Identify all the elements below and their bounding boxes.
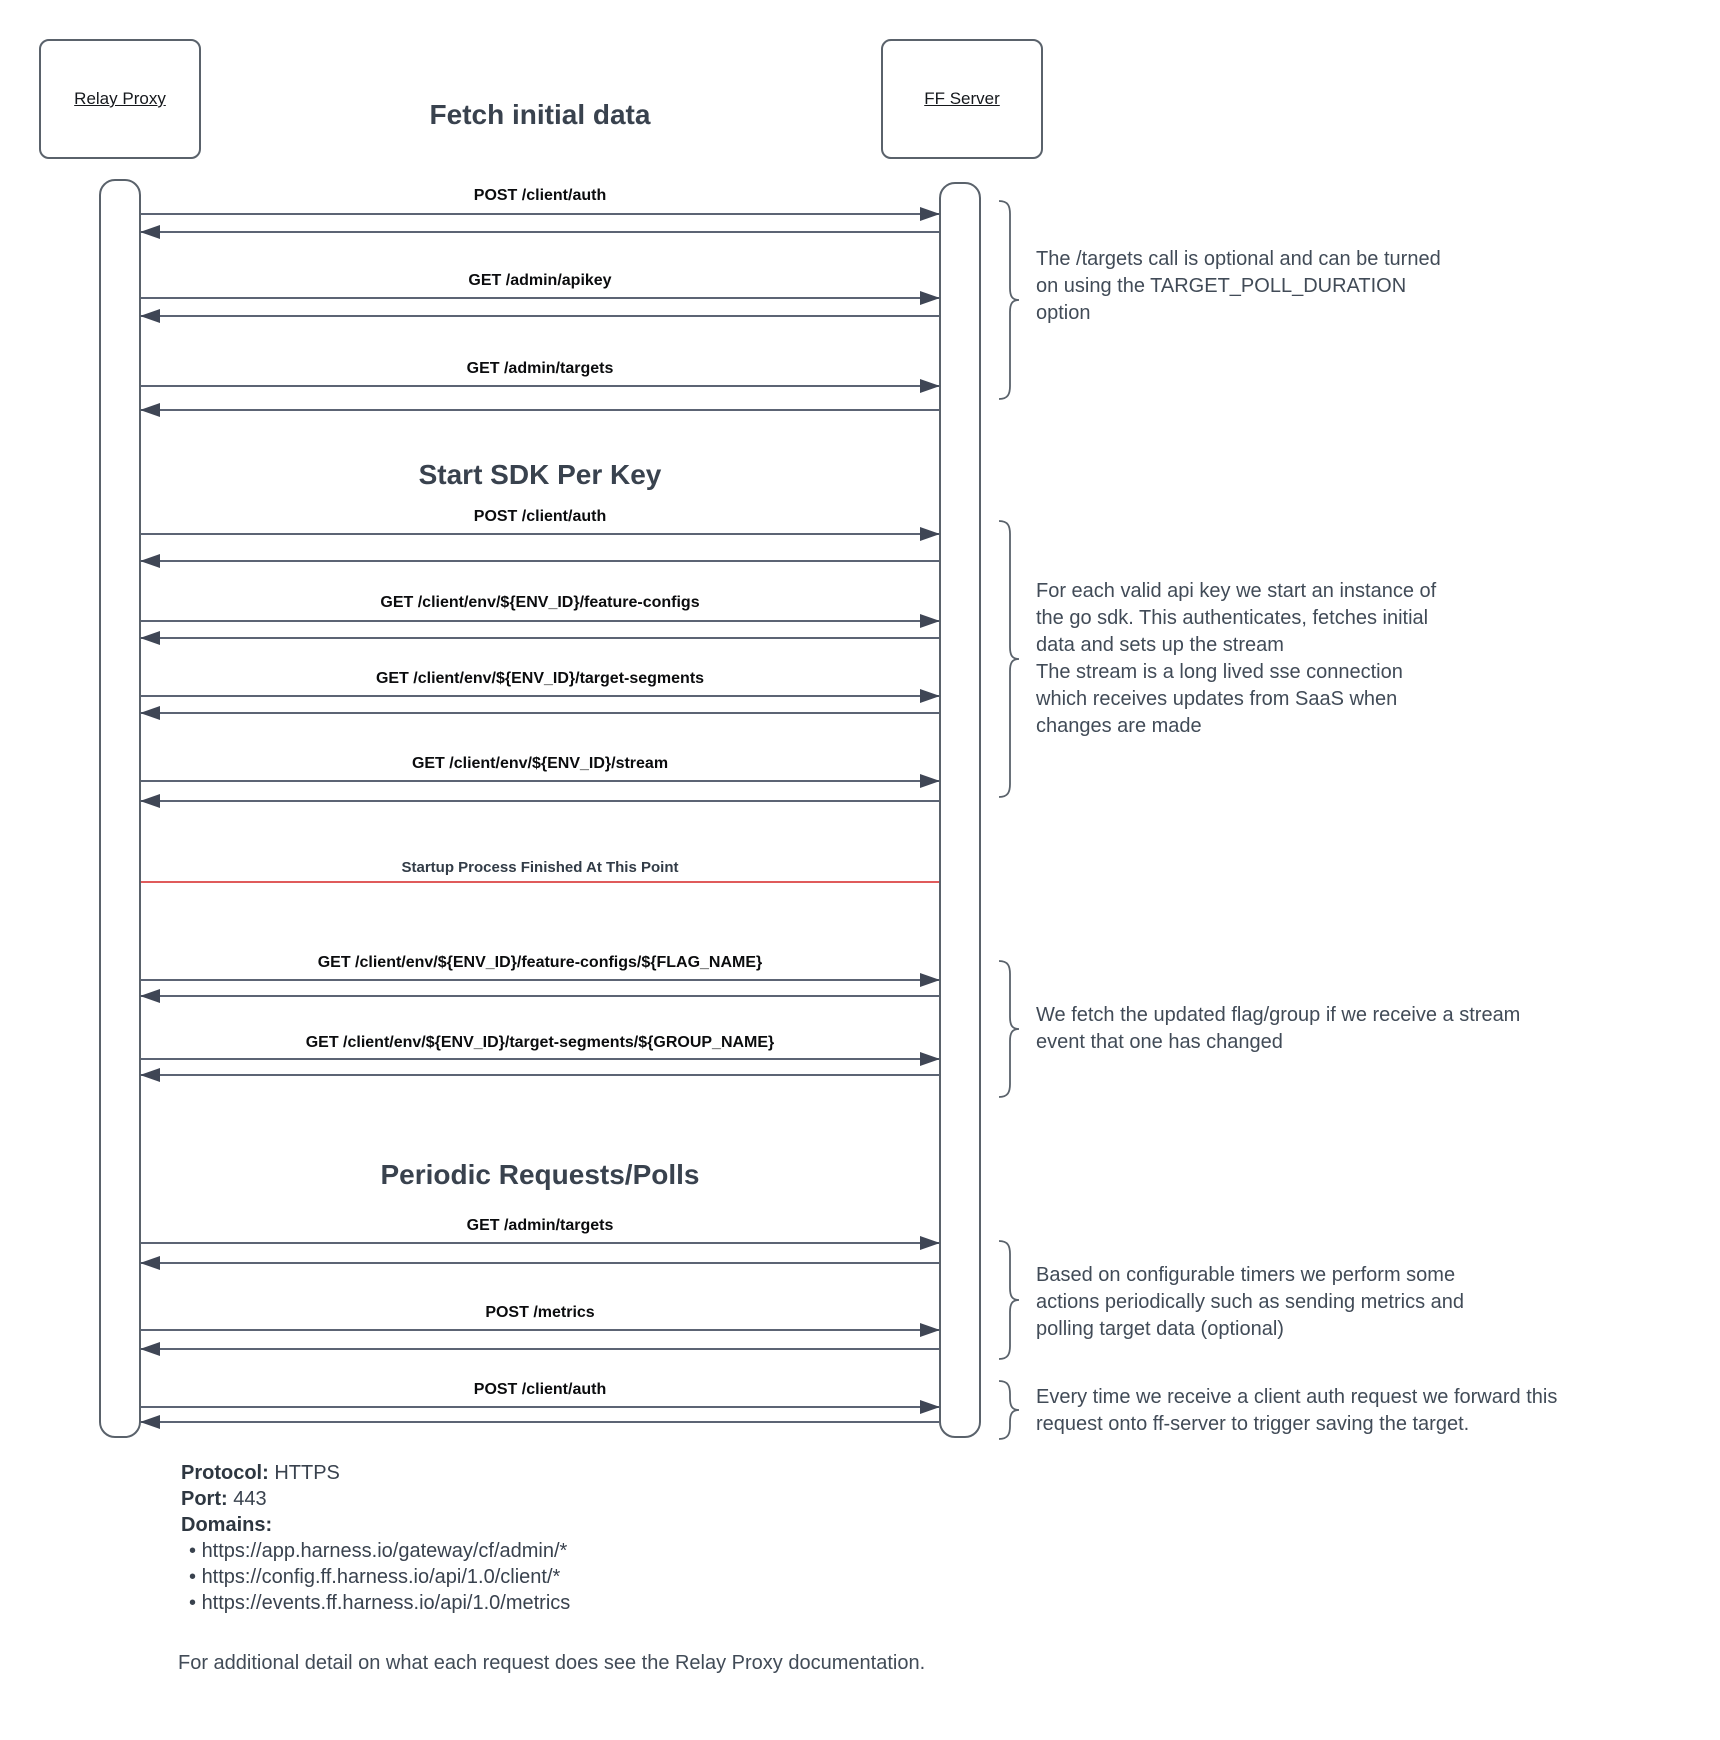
response-arrow <box>140 554 939 568</box>
response-arrow <box>140 1342 939 1356</box>
request-arrow <box>141 1236 940 1250</box>
response-arrow <box>140 1415 939 1429</box>
heading-periodic-requests-polls: Periodic Requests/Polls <box>380 1159 700 1190</box>
domain-item: • https://config.ff.harness.io/api/1.0/c… <box>189 1566 561 1588</box>
annotation-line: Every time we receive a client auth requ… <box>1036 1386 1558 1408</box>
footer-note: For additional detail on what each reque… <box>178 1652 926 1674</box>
diagram-title: Fetch initial data <box>429 99 651 130</box>
response-arrow <box>140 309 939 323</box>
message-label: GET /admin/targets <box>466 1217 614 1234</box>
port-value: 443 <box>233 1488 267 1510</box>
domain-url: https://events.ff.harness.io/api/1.0/met… <box>201 1592 571 1614</box>
annotation-line: We fetch the updated flag/group if we re… <box>1036 1004 1521 1026</box>
response-arrow <box>140 225 939 239</box>
annotation-line: actions periodically such as sending met… <box>1036 1291 1464 1313</box>
annotation-line: option <box>1036 302 1091 324</box>
protocol-value: HTTPS <box>274 1462 340 1484</box>
request-arrow <box>141 1323 940 1337</box>
annotation-line: data and sets up the stream <box>1036 634 1284 656</box>
annotation-brace <box>998 960 1020 1098</box>
request-arrow <box>141 1400 940 1414</box>
annotation-text: The /targets call is optional and can be… <box>1036 246 1441 327</box>
annotation-line: polling target data (optional) <box>1036 1318 1284 1340</box>
annotation-line: changes are made <box>1036 715 1202 737</box>
separator-label: Startup Process Finished At This Point <box>401 859 679 876</box>
domain-item: • https://events.ff.harness.io/api/1.0/m… <box>189 1592 571 1614</box>
message-label: GET /admin/apikey <box>468 272 612 289</box>
connection-info: Protocol: HTTPS Port: 443 Domains: • htt… <box>181 1460 570 1616</box>
annotation-line: which receives updates from SaaS when <box>1036 688 1398 710</box>
response-arrow <box>140 631 939 645</box>
annotation-brace <box>998 520 1020 798</box>
domain-url: https://app.harness.io/gateway/cf/admin/… <box>201 1540 568 1562</box>
message-label: POST /client/auth <box>473 187 607 204</box>
annotation-brace <box>998 1380 1020 1440</box>
response-arrow <box>140 1256 939 1270</box>
response-arrow <box>140 989 939 1003</box>
annotation-line: For each valid api key we start an insta… <box>1036 580 1437 602</box>
protocol-label: Protocol: <box>181 1462 269 1484</box>
port-line: Port: 443 <box>181 1486 570 1512</box>
response-arrow <box>140 1068 939 1082</box>
annotation-line: The stream is a long lived sse connectio… <box>1036 661 1403 683</box>
annotation-text: Based on configurable timers we perform … <box>1036 1262 1464 1343</box>
response-arrow <box>140 403 939 417</box>
message-label: POST /metrics <box>485 1304 595 1321</box>
request-arrow <box>141 689 940 703</box>
port-label: Port: <box>181 1488 228 1510</box>
message-label: GET /admin/targets <box>466 360 614 377</box>
request-arrow <box>141 207 940 221</box>
message-label: GET /client/env/${ENV_ID}/target-segment… <box>375 670 705 687</box>
annotation-line: Based on configurable timers we perform … <box>1036 1264 1456 1286</box>
annotation-line: event that one has changed <box>1036 1031 1283 1053</box>
domain-item: • https://app.harness.io/gateway/cf/admi… <box>189 1540 568 1562</box>
annotation-text: Every time we receive a client auth requ… <box>1036 1384 1557 1438</box>
request-arrow <box>141 379 940 393</box>
domain-url: https://config.ff.harness.io/api/1.0/cli… <box>201 1566 561 1588</box>
annotation-line: on using the TARGET_POLL_DURATION <box>1036 275 1407 297</box>
annotation-line: request onto ff-server to trigger saving… <box>1036 1413 1470 1435</box>
message-label: GET /client/env/${ENV_ID}/feature-config… <box>317 954 763 971</box>
request-arrow <box>141 774 940 788</box>
annotation-brace <box>998 200 1020 400</box>
response-arrow <box>140 706 939 720</box>
actor-box-relay-proxy: Relay Proxy <box>39 39 201 159</box>
message-label: POST /client/auth <box>473 1381 607 1398</box>
message-label: GET /client/env/${ENV_ID}/feature-config… <box>380 594 700 611</box>
message-label: GET /client/env/${ENV_ID}/target-segment… <box>305 1034 775 1051</box>
request-arrow <box>141 973 940 987</box>
heading-start-sdk-per-key: Start SDK Per Key <box>418 459 662 490</box>
separator-line <box>141 881 939 883</box>
protocol-line: Protocol: HTTPS <box>181 1460 570 1486</box>
message-label: POST /client/auth <box>473 508 607 525</box>
annotation-text: We fetch the updated flag/group if we re… <box>1036 1002 1520 1056</box>
actor-label-ff-server: FF Server <box>924 89 1000 108</box>
domains-label-line: Domains: <box>181 1512 570 1538</box>
response-arrow <box>140 794 939 808</box>
annotation-brace <box>998 1240 1020 1360</box>
request-arrow <box>141 291 940 305</box>
annotation-line: the go sdk. This authenticates, fetches … <box>1036 607 1429 629</box>
request-arrow <box>141 614 940 628</box>
lifeline-relay-proxy <box>99 179 141 1438</box>
request-arrow <box>141 527 940 541</box>
annotation-line: The /targets call is optional and can be… <box>1036 248 1441 270</box>
actor-box-ff-server: FF Server <box>881 39 1043 159</box>
lifeline-ff-server <box>939 182 981 1438</box>
actor-label-relay-proxy: Relay Proxy <box>74 89 166 108</box>
message-label: GET /client/env/${ENV_ID}/stream <box>411 755 669 772</box>
request-arrow <box>141 1052 940 1066</box>
annotation-text: For each valid api key we start an insta… <box>1036 578 1436 740</box>
domains-label: Domains: <box>181 1514 273 1536</box>
